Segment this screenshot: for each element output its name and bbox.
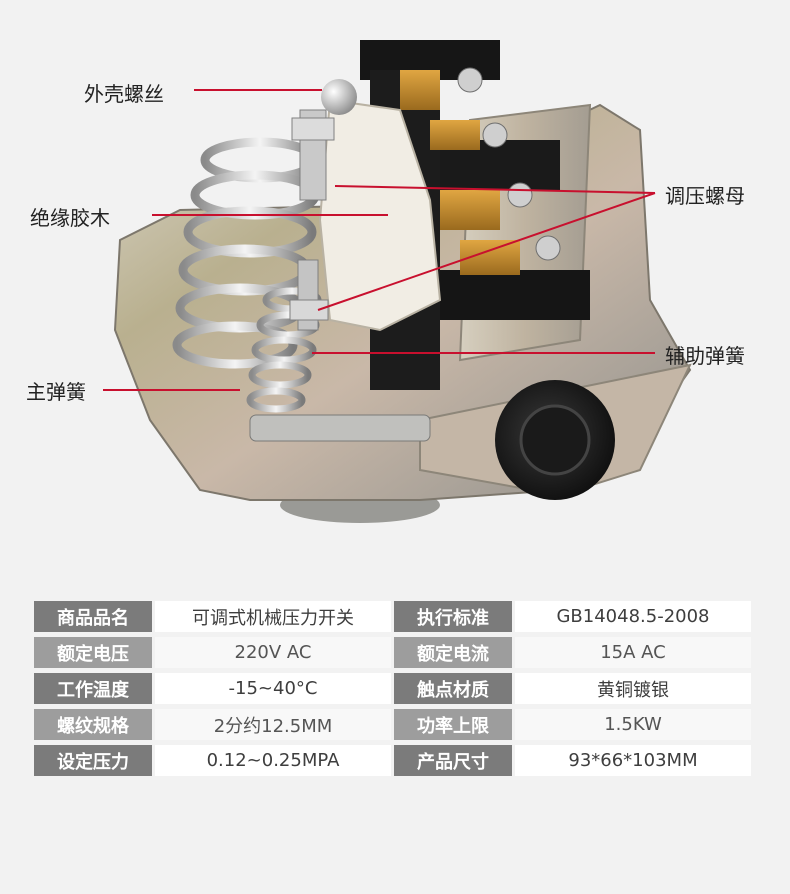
spec-key: 触点材质 (394, 673, 512, 704)
spec-value: 黄铜镀银 (515, 673, 751, 704)
callout-shell-screw: 外壳螺丝 (84, 82, 164, 106)
spec-row: 螺纹规格 2分约12.5MM 功率上限 1.5KW (34, 709, 751, 740)
spec-value: 15A AC (515, 637, 751, 668)
callout-insulating-bakelite: 绝缘胶木 (30, 206, 110, 230)
spec-row: 设定压力 0.12~0.25MPA 产品尺寸 93*66*103MM (34, 745, 751, 776)
callout-lines (103, 89, 656, 391)
spec-key: 执行标准 (394, 601, 512, 632)
spec-value: GB14048.5-2008 (515, 601, 751, 632)
callout-adjusting-nut: 调压螺母 (665, 184, 745, 208)
callout-main-spring: 主弹簧 (26, 380, 86, 404)
spec-value: 93*66*103MM (515, 745, 751, 776)
spec-row: 额定电压 220V AC 额定电流 15A AC (34, 637, 751, 668)
spec-key: 功率上限 (394, 709, 512, 740)
spec-key: 产品尺寸 (394, 745, 512, 776)
spec-key: 额定电压 (34, 637, 152, 668)
spec-row: 工作温度 -15~40°C 触点材质 黄铜镀银 (34, 673, 751, 704)
spec-value: 可调式机械压力开关 (155, 601, 391, 632)
spec-value: 1.5KW (515, 709, 751, 740)
spec-value: 220V AC (155, 637, 391, 668)
spec-key: 工作温度 (34, 673, 152, 704)
spec-key: 螺纹规格 (34, 709, 152, 740)
spec-value: -15~40°C (155, 673, 391, 704)
spec-value: 0.12~0.25MPA (155, 745, 391, 776)
product-photo-area: 外壳螺丝 绝缘胶木 调压螺母 辅助弹簧 主弹簧 (26, 40, 745, 523)
spec-table: 商品品名 可调式机械压力开关 执行标准 GB14048.5-2008 额定电压 … (34, 596, 751, 781)
spec-key: 商品品名 (34, 601, 152, 632)
pressure-switch-illustration (103, 40, 692, 523)
callout-auxiliary-spring: 辅助弹簧 (665, 344, 745, 368)
spec-row: 商品品名 可调式机械压力开关 执行标准 GB14048.5-2008 (34, 601, 751, 632)
spec-value: 2分约12.5MM (155, 709, 391, 740)
spec-key: 额定电流 (394, 637, 512, 668)
spec-key: 设定压力 (34, 745, 152, 776)
